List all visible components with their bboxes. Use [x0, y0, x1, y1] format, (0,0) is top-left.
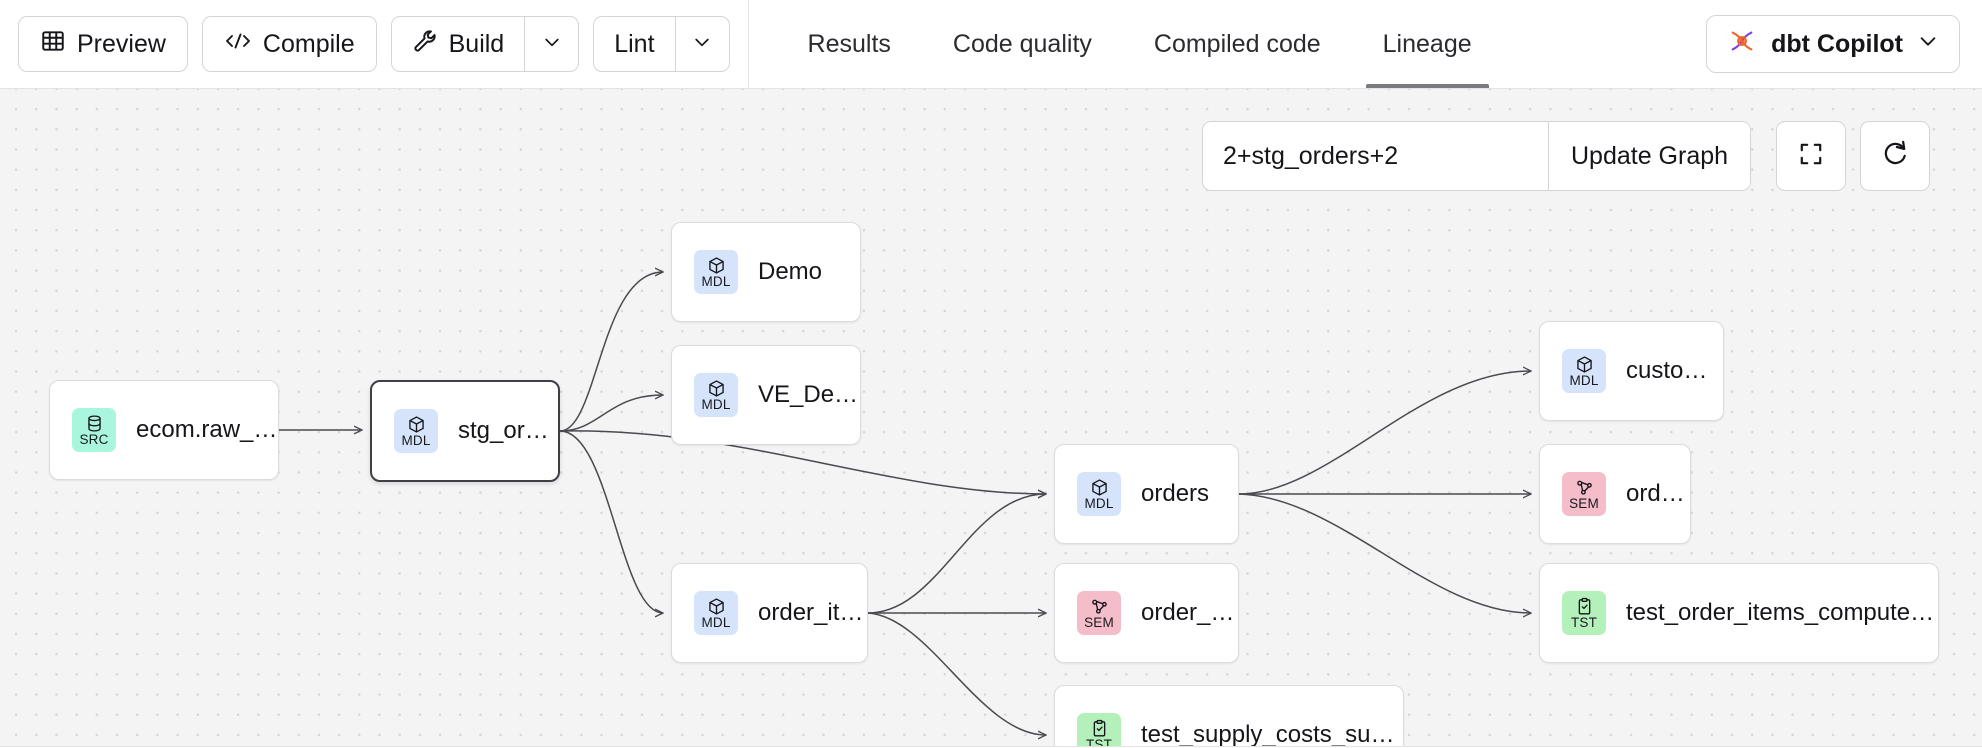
top-toolbar: Preview Compile Build [0, 0, 1982, 89]
topbar-right: dbt Copilot [1706, 15, 1982, 73]
clipboard-check-icon [1090, 719, 1109, 738]
node-label: customers [1626, 357, 1723, 384]
lineage-node-ecom_raw_orders[interactable]: SRC ecom.raw_orders [49, 380, 279, 480]
code-brackets-icon [224, 29, 252, 60]
preview-button-label: Preview [77, 29, 166, 58]
chevron-down-icon [1917, 30, 1939, 59]
node-type-label: TST [1085, 737, 1113, 747]
build-split-button: Build [390, 16, 580, 72]
cube-icon [1575, 355, 1594, 374]
update-graph-label: Update Graph [1571, 141, 1729, 170]
preview-button[interactable]: Preview [18, 16, 188, 72]
tab-compiled-code-label: Compiled code [1153, 29, 1321, 58]
node-type-label: MDL [401, 433, 431, 448]
dbt-copilot-icon [1727, 26, 1757, 63]
node-label: test_supply_costs_sum_correctly [1141, 721, 1403, 747]
dbt-copilot-label: dbt Copilot [1771, 29, 1903, 58]
semantic-icon [1090, 597, 1109, 616]
lineage-node-orders_mdl[interactable]: MDL orders [1054, 444, 1239, 544]
lineage-node-customers[interactable]: MDL customers [1539, 321, 1724, 421]
node-type-label: MDL [701, 397, 731, 412]
node-type-badge-mdl: MDL [694, 591, 738, 635]
tab-code-quality[interactable]: Code quality [922, 0, 1123, 88]
tab-results-label: Results [807, 29, 891, 58]
node-label: order_items [758, 599, 867, 626]
node-type-badge-mdl: MDL [694, 373, 738, 417]
node-type-badge-tst: TST [1562, 591, 1606, 635]
node-type-label: MDL [701, 274, 731, 289]
fit-view-button[interactable] [1776, 121, 1847, 191]
node-type-label: TST [1570, 615, 1598, 630]
compile-button[interactable]: Compile [201, 16, 377, 72]
node-label: stg_orders [458, 417, 558, 444]
toolbar-actions: Preview Compile Build [0, 0, 730, 88]
lint-button-label: Lint [614, 29, 655, 58]
lint-split-button: Lint [593, 16, 730, 72]
node-type-label: MDL [1084, 496, 1114, 511]
lineage-node-ve_demo[interactable]: MDL VE_Demo [671, 345, 861, 445]
toolbar-divider [747, 0, 749, 88]
table-icon [40, 28, 66, 61]
lineage-node-test_supply[interactable]: TST test_supply_costs_sum_correctly [1054, 685, 1404, 747]
fullscreen-icon [1798, 141, 1824, 172]
lineage-node-demo[interactable]: MDL Demo [671, 222, 861, 322]
node-type-badge-sem: SEM [1562, 472, 1606, 516]
database-icon [85, 414, 104, 433]
node-label: test_order_items_compute_to_bools_c… [1626, 599, 1938, 626]
node-label: Demo [758, 258, 823, 285]
lineage-node-stg_orders[interactable]: MDL stg_orders [370, 380, 560, 482]
lineage-node-orders_sem[interactable]: SEM orders [1539, 444, 1691, 544]
clipboard-check-icon [1575, 597, 1594, 616]
node-type-badge-mdl: MDL [1562, 349, 1606, 393]
node-label: VE_Demo [758, 381, 860, 408]
node-type-badge-src: SRC [72, 408, 116, 452]
node-type-badge-tst: TST [1077, 713, 1121, 747]
node-type-label: SEM [1084, 615, 1114, 630]
chevron-down-icon [692, 32, 712, 57]
tab-compiled-code[interactable]: Compiled code [1123, 0, 1352, 88]
graph-selector-input[interactable] [1203, 122, 1548, 190]
node-label: order_item [1141, 599, 1238, 626]
node-type-label: SEM [1569, 496, 1599, 511]
update-graph-button[interactable]: Update Graph [1548, 122, 1751, 190]
chevron-down-icon [542, 32, 562, 57]
semantic-icon [1575, 478, 1594, 497]
build-button[interactable]: Build [392, 17, 525, 71]
dbt-copilot-button[interactable]: dbt Copilot [1706, 15, 1960, 73]
node-label: orders [1141, 480, 1210, 507]
cube-icon [707, 256, 726, 275]
build-dropdown-toggle[interactable] [524, 17, 578, 71]
tab-lineage[interactable]: Lineage [1352, 0, 1503, 88]
node-label: orders [1626, 480, 1690, 507]
wrench-icon [412, 28, 438, 61]
graph-selector-group: Update Graph [1202, 121, 1752, 191]
graph-controls: Update Graph [1202, 121, 1931, 191]
node-type-label: MDL [701, 615, 731, 630]
lint-button[interactable]: Lint [594, 17, 674, 71]
node-type-badge-mdl: MDL [694, 250, 738, 294]
node-type-label: SRC [79, 432, 109, 447]
node-type-label: MDL [1569, 373, 1599, 388]
cube-icon [707, 597, 726, 616]
tab-lineage-label: Lineage [1382, 29, 1472, 58]
node-type-badge-sem: SEM [1077, 591, 1121, 635]
compile-button-label: Compile [262, 29, 355, 58]
cube-icon [707, 379, 726, 398]
tab-results[interactable]: Results [777, 0, 922, 88]
node-type-badge-mdl: MDL [394, 409, 438, 453]
tab-code-quality-label: Code quality [952, 29, 1092, 58]
lineage-node-order_item_sem[interactable]: SEM order_item [1054, 563, 1239, 663]
cube-icon [1090, 478, 1109, 497]
build-button-label: Build [448, 29, 505, 58]
node-type-badge-mdl: MDL [1077, 472, 1121, 516]
node-label: ecom.raw_orders [136, 416, 278, 443]
lineage-node-order_items[interactable]: MDL order_items [671, 563, 868, 663]
lint-dropdown-toggle[interactable] [674, 17, 729, 71]
tab-bar: Results Code quality Compiled code Linea… [777, 0, 1503, 88]
refresh-icon [1881, 140, 1909, 173]
cube-icon [407, 415, 426, 434]
lineage-node-test_order_items[interactable]: TST test_order_items_compute_to_bools_c… [1539, 563, 1939, 663]
refresh-button[interactable] [1860, 121, 1931, 191]
